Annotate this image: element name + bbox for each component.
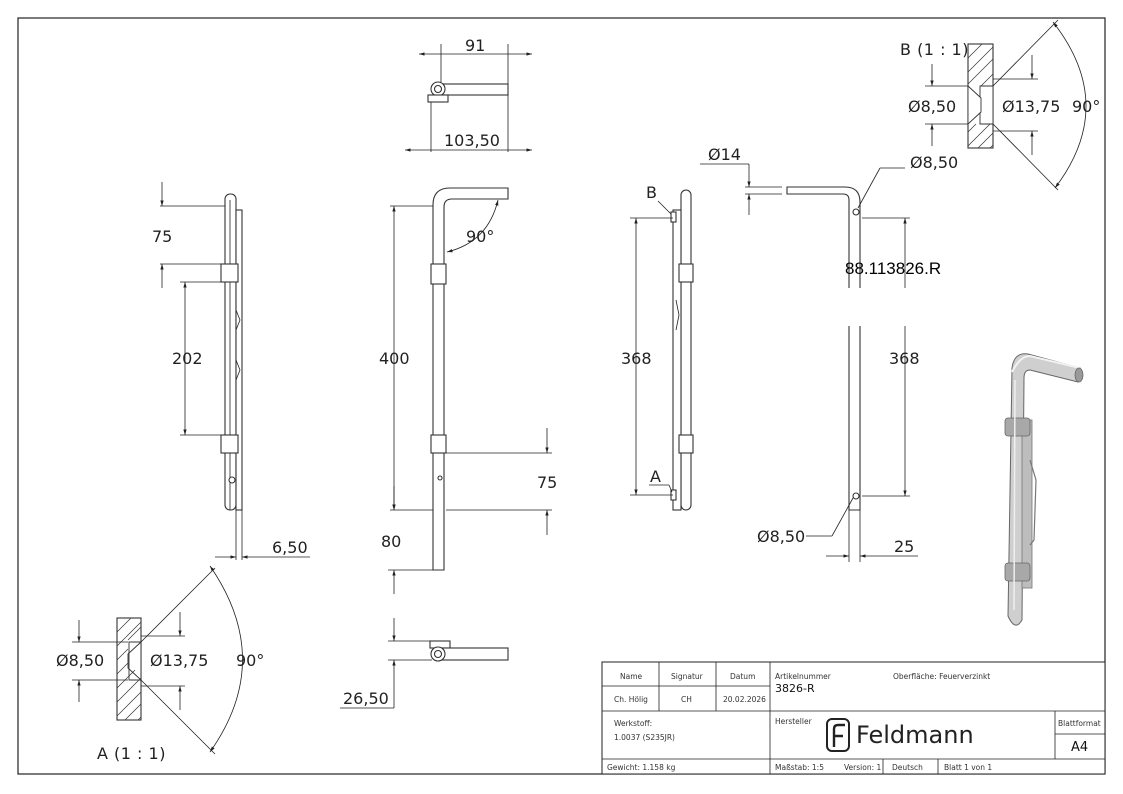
tb-name: Ch. Hölig — [614, 695, 648, 704]
front-dim-bottom: 75 — [537, 473, 557, 492]
sheet-border — [17, 17, 1106, 775]
tb-article-label: Artikelnummer — [775, 672, 832, 681]
right-dim-height: 368 — [889, 349, 920, 368]
tb-scale: Maßstab: 1:5 — [775, 763, 824, 772]
side-label-b: B — [646, 183, 657, 202]
bottom-view: 26,50 — [340, 618, 509, 709]
isometric-view — [1004, 353, 1084, 626]
side-view: 368 B A — [621, 183, 694, 511]
feldmann-logo-icon — [826, 718, 850, 752]
tb-brand: Feldmann — [856, 721, 974, 749]
top-dim-width: 91 — [465, 36, 485, 55]
tb-date: 20.02.2026 — [723, 695, 766, 704]
detail-b-title: B (1 : 1) — [900, 40, 969, 59]
left-view: 75 202 6,50 — [152, 182, 310, 560]
right-dim-hole-bottom: Ø8,50 — [757, 527, 805, 546]
top-view: 91 103,50 — [405, 36, 532, 152]
tb-surface: Oberfläche: Feuerverzinkt — [893, 672, 990, 681]
tb-name-label: Name — [620, 672, 643, 681]
left-dim-top: 75 — [152, 227, 172, 246]
tb-date-label: Datum — [730, 672, 755, 681]
detail-a-title: A (1 : 1) — [97, 744, 166, 763]
tb-language: Deutsch — [892, 763, 923, 772]
tb-manufacturer-label: Hersteller — [775, 717, 813, 726]
tb-article: 3826-R — [775, 682, 815, 695]
detail-a-dim-outer: Ø13,75 — [150, 651, 208, 670]
right-dim-hole-top: Ø8,50 — [910, 153, 958, 172]
tb-signature-label: Signatur — [671, 672, 704, 681]
right-dim-rod: Ø14 — [708, 145, 741, 164]
tb-sheet: Blatt 1 von 1 — [944, 763, 992, 772]
tb-version: Version: 1 — [844, 763, 881, 772]
tb-format: A4 — [1071, 740, 1088, 755]
right-dim-edge: 25 — [894, 537, 914, 556]
left-dim-thickness: 6,50 — [272, 538, 308, 557]
detail-b-angle: 90° — [1072, 97, 1100, 116]
detail-b-dim-inner: Ø8,50 — [908, 97, 956, 116]
tb-material-label: Werkstoff: — [614, 719, 652, 728]
side-label-a: A — [650, 467, 661, 486]
tb-signature: CH — [681, 695, 692, 704]
title-block: Name Signatur Datum Ch. Hölig CH 20.02.2… — [601, 661, 1106, 775]
tb-weight: Gewicht: 1.158 kg — [607, 763, 676, 772]
front-view: 400 90° 75 80 — [379, 187, 557, 594]
right-view: Ø14 Ø8,50 88.113826.R 368 Ø8,50 25 — [700, 145, 958, 562]
side-dim-height: 368 — [621, 349, 652, 368]
front-angle: 90° — [466, 227, 494, 246]
left-dim-mid: 202 — [172, 349, 203, 368]
tb-format-label: Blattformat — [1058, 719, 1101, 728]
detail-b-dim-outer: Ø13,75 — [1002, 97, 1060, 116]
detail-a-dim-inner: Ø8,50 — [56, 651, 104, 670]
top-dim-overall: 103,50 — [444, 131, 500, 150]
detail-b: Ø8,50 Ø13,75 90° B (1 : 1) — [900, 19, 1100, 191]
front-dim-height: 400 — [379, 349, 410, 368]
front-dim-pin: 80 — [381, 532, 401, 551]
article-code: 88.113826.R — [845, 259, 941, 278]
tb-material: 1.0037 (S235JR) — [614, 733, 675, 742]
bottom-dim-offset: 26,50 — [343, 689, 389, 708]
detail-a: Ø8,50 Ø13,75 90° A (1 : 1) — [56, 565, 264, 763]
detail-a-angle: 90° — [236, 651, 264, 670]
